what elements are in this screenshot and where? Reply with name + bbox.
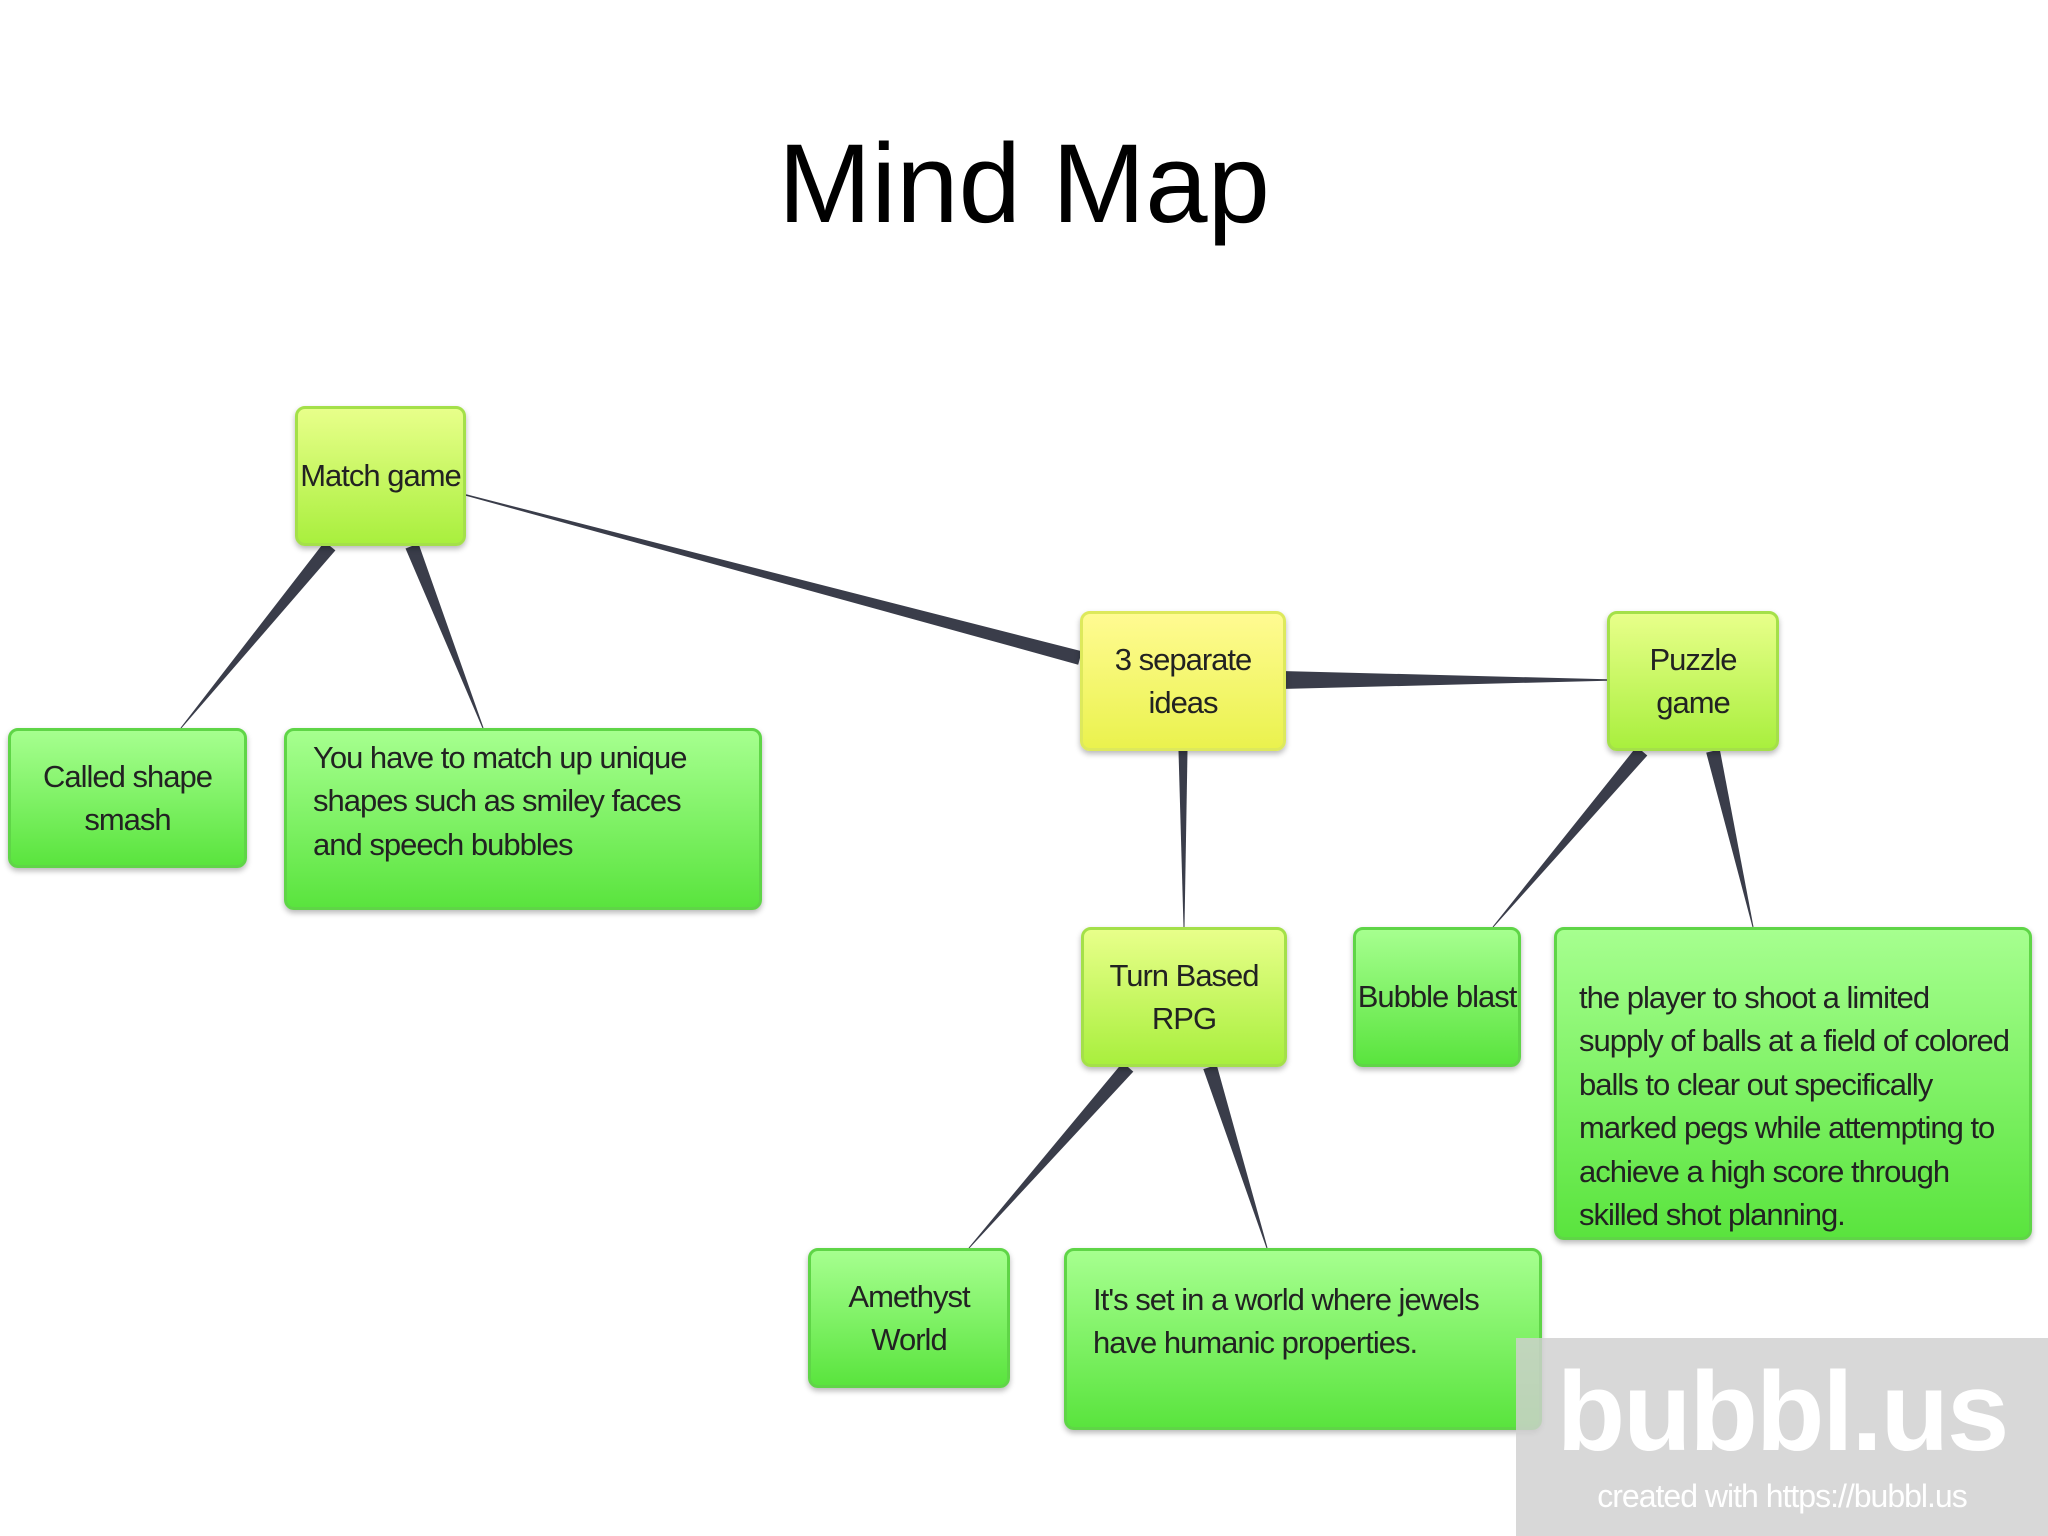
connector-match-game-to-match-desc: [405, 543, 484, 729]
node-bubble-blast[interactable]: Bubble blast: [1353, 927, 1521, 1067]
node-puzzle-description[interactable]: the player to shoot a limited supply of …: [1554, 927, 2032, 1240]
connector-turn-based-rpg-to-amethyst-world: [968, 1062, 1134, 1249]
connector-center-to-puzzle-game: [1286, 671, 1607, 689]
connector-puzzle-game-to-puzzle-desc: [1706, 749, 1754, 928]
node-match-description[interactable]: You have to match up unique shapes such …: [284, 728, 762, 910]
node-shape-smash[interactable]: Called shape smash: [8, 728, 247, 868]
connector-puzzle-game-to-bubble-blast: [1492, 746, 1648, 928]
node-puzzle-game[interactable]: Puzzle game: [1607, 611, 1779, 751]
connector-turn-based-rpg-to-rpg-desc: [1203, 1064, 1268, 1249]
connector-center-to-turn-based-rpg: [1178, 751, 1188, 927]
node-turn-based-rpg[interactable]: Turn Based RPG: [1081, 927, 1287, 1067]
watermark-caption: created with https://bubbl.us: [1597, 1478, 1967, 1514]
node-rpg-description[interactable]: It's set in a world where jewels have hu…: [1064, 1248, 1542, 1430]
node-amethyst-world[interactable]: Amethyst World: [808, 1248, 1010, 1388]
slide-title: Mind Map: [778, 121, 1270, 246]
watermark-logo: bubbl.us: [1556, 1349, 2010, 1474]
node-center-idea[interactable]: 3 separate ideas: [1080, 611, 1286, 751]
connector-match-game-to-shape-smash: [180, 541, 336, 729]
node-match-game[interactable]: Match game: [295, 406, 466, 546]
connector-center-to-match-game: [465, 494, 1082, 665]
bubblus-watermark: bubbl.us created with https://bubbl.us: [1516, 1338, 2048, 1536]
